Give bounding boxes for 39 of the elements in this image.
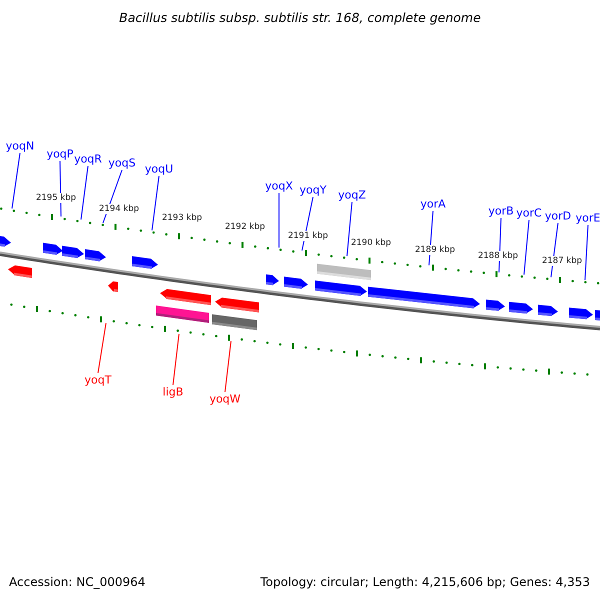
- gene-label: ligB: [162, 386, 184, 398]
- leader-line: [172, 333, 180, 386]
- leader-line: [346, 202, 352, 257]
- leader-line: [224, 340, 232, 392]
- gene-label: yorC: [516, 206, 542, 220]
- scale-label: 2187 kbp: [542, 256, 582, 266]
- diagram-title: Bacillus subtilis subsp. subtilis str. 168, complete genome: [118, 10, 482, 25]
- scale-label: 2190 kbp: [350, 238, 392, 248]
- gene-label: yorA: [420, 198, 446, 210]
- gene-label: yorB: [488, 204, 514, 218]
- scale-label: 2195 kbp: [36, 193, 76, 203]
- gene-label: yoqN: [6, 140, 34, 152]
- scale-label: 2189 kbp: [414, 245, 456, 255]
- leader-line: [98, 322, 106, 374]
- gene-label: yoqS: [108, 156, 136, 170]
- leader-line: [12, 152, 20, 209]
- accession-label: Accession: NC_000964: [9, 575, 146, 589]
- leader-line: [80, 166, 88, 220]
- gene-label: yoqR: [74, 152, 102, 166]
- scale-label: 2193 kbp: [162, 213, 202, 223]
- gene-label: yoqX: [265, 180, 293, 192]
- scale-label: 2188 kbp: [478, 251, 518, 261]
- gene-label: yoqY: [300, 184, 326, 196]
- scale-label: 2194 kbp: [98, 204, 140, 214]
- scale-axis: [10, 303, 589, 376]
- leader-line: [524, 220, 530, 276]
- gene-label: yoqT: [84, 374, 112, 386]
- leader-line: [584, 224, 588, 281]
- leader-line: [152, 176, 160, 231]
- gene-label: yoqU: [144, 162, 174, 176]
- gene-label: yorE: [576, 212, 600, 224]
- scale-label: 2191 kbp: [288, 231, 328, 241]
- gene-label: yoqZ: [338, 188, 366, 202]
- leader-line: [278, 192, 280, 248]
- gene-label: yoqP: [46, 148, 74, 160]
- gene-label: yoqW: [209, 392, 241, 406]
- gene-label: yorD: [544, 210, 572, 222]
- genome-summary: Topology: circular; Length: 4,215,606 bp; Genes: 4,353: [260, 575, 590, 589]
- scale-label: 2192 kbp: [224, 222, 266, 232]
